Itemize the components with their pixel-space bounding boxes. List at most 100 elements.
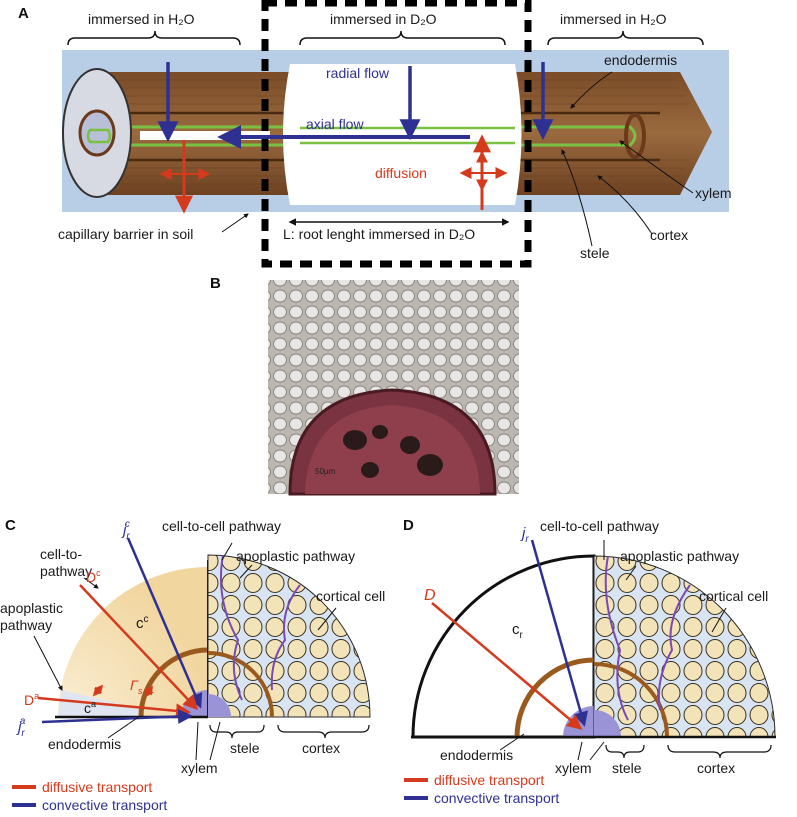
label-cortex-a: cortex xyxy=(650,227,688,243)
d-legend-diffusive: diffusive transport xyxy=(434,772,544,788)
panel-c-letter: C xyxy=(5,517,16,534)
c-legend-diffusive: diffusive transport xyxy=(42,779,152,795)
c-dc-label: Dc xyxy=(86,568,101,585)
pointer-xylem-a xyxy=(619,140,694,194)
d-cortical-cell: cortical cell xyxy=(699,588,768,604)
micrograph-scale-label: 50µm xyxy=(315,467,336,476)
c-cell-path-line xyxy=(219,554,243,701)
c-dc-arrow xyxy=(79,584,199,711)
c-pointer-endodermis xyxy=(107,715,141,739)
d-stele-tissue xyxy=(594,710,621,737)
c-apo-left-1: apoplastic xyxy=(0,600,63,616)
c-jrc-arrow xyxy=(126,537,203,709)
d-pointer-xylem-2 xyxy=(589,741,605,761)
d-cell-path-line xyxy=(604,555,629,721)
c-pointer-cell-left xyxy=(83,577,99,589)
c-cell-pathway-left-3: pathway xyxy=(40,563,92,579)
label-stele-a: stele xyxy=(580,245,610,261)
c-cortex: cortex xyxy=(302,740,340,756)
d-stele: stele xyxy=(612,760,642,776)
d-brace-cortex xyxy=(667,744,772,759)
d-pointer-endodermis xyxy=(499,733,525,751)
c-jra-arrow xyxy=(41,708,193,724)
label-endodermis-a: endodermis xyxy=(604,52,677,68)
d-cell-pathway: cell-to-cell pathway xyxy=(540,518,659,534)
d-endodermis-arc xyxy=(514,657,595,738)
c-brace-cortex xyxy=(277,724,370,739)
d-pointer-apo xyxy=(625,565,637,581)
c-brace-stele xyxy=(209,724,265,739)
c-da-arrow xyxy=(37,696,191,719)
d-endodermis: endodermis xyxy=(440,747,513,763)
brace-left xyxy=(67,30,241,46)
xylem-end xyxy=(86,128,112,144)
d-xylem: xylem xyxy=(555,760,592,776)
c-pointer-apo-top xyxy=(239,564,253,579)
label-root-length: L: root lenght immersed in D₂O xyxy=(283,226,475,242)
label-d2o-center: immersed in D₂O xyxy=(330,11,437,27)
label-radial-flow: radial flow xyxy=(326,65,390,81)
d-jr-label: jr xyxy=(520,525,529,545)
axial-channel xyxy=(140,131,270,140)
c-cell-pathway-top: cell-to-cell pathway xyxy=(162,518,281,534)
pointer-stele-a xyxy=(561,149,593,247)
d-pointer-xylem-1 xyxy=(577,741,583,761)
c-gamma-label: Γs xyxy=(130,677,143,696)
d2o-region xyxy=(283,64,522,205)
brace-right xyxy=(547,30,704,46)
c-xylem: xylem xyxy=(181,760,218,776)
d-cortex: cortex xyxy=(697,760,735,776)
c-pointer-xylem-1 xyxy=(195,721,199,761)
d-brace-stele xyxy=(605,744,645,759)
panel-b: B 50µm xyxy=(210,275,519,496)
c-cortical-cell: cortical cell xyxy=(316,588,385,604)
d-jr-arrow xyxy=(530,539,588,727)
d-cell-to-cell-region xyxy=(411,554,596,739)
c-pointer-xylem-2 xyxy=(209,721,221,761)
label-h2o-left: immersed in H₂O xyxy=(88,11,195,27)
c-pointer-apo-left xyxy=(33,635,63,691)
c-legend-convective: convective transport xyxy=(42,797,167,813)
c-pointer-cell-top xyxy=(221,542,233,561)
c-ca-label: ca xyxy=(84,699,96,716)
pointer-endodermis-a xyxy=(570,71,613,109)
c-da-label: Da xyxy=(24,691,39,708)
panel-c: C jrc cell-to-cell pathway apoplastic pa… xyxy=(0,517,385,813)
c-stele-tissue xyxy=(208,694,231,717)
d-d-arrow xyxy=(431,602,583,730)
d-d-label: D xyxy=(424,587,436,604)
d-apoplastic: apoplastic pathway xyxy=(620,548,739,564)
c-stele: stele xyxy=(230,740,260,756)
c-apo-left-2: pathway xyxy=(0,617,52,633)
c-jrc-label: jrc xyxy=(121,519,130,542)
label-xylem-a: xylem xyxy=(695,185,732,201)
label-axial-flow: axial flow xyxy=(306,116,364,132)
c-cc-label: cc xyxy=(136,614,149,632)
d-legend-convective: convective transport xyxy=(434,790,559,806)
c-endodermis: endodermis xyxy=(48,736,121,752)
c-pointer-cortical xyxy=(317,607,337,631)
d2o-frame xyxy=(261,0,532,268)
d-pointer-cortical xyxy=(711,607,727,633)
panel-a-letter: A xyxy=(18,5,29,22)
micrograph-xylem xyxy=(343,425,443,478)
c-gamma-arrow-1 xyxy=(92,684,104,697)
root-stele-section xyxy=(78,109,116,157)
brace-center xyxy=(299,30,506,46)
pointer-capillary xyxy=(221,213,249,233)
d-endodermis-tissue xyxy=(593,662,669,738)
c-endodermis-tissue xyxy=(207,651,274,718)
c-cell-pathway-left-1: cell-to- xyxy=(40,546,82,562)
label-diffusion: diffusion xyxy=(375,165,427,181)
c-jra-label: jra xyxy=(16,716,26,739)
c-tissue xyxy=(207,554,371,718)
panel-d: D jr cell-to-cell pathway apoplastic pat… xyxy=(403,517,776,806)
root-tip-ring xyxy=(624,113,646,159)
d-apoplast-path-line xyxy=(657,584,691,711)
label-h2o-right: immersed in H₂O xyxy=(560,11,667,27)
label-capillary: capillary barrier in soil xyxy=(58,226,193,242)
c-apoplastic-top: apoplastic pathway xyxy=(236,548,355,564)
d-tissue xyxy=(593,555,776,738)
pointer-cortex-a xyxy=(597,175,653,235)
